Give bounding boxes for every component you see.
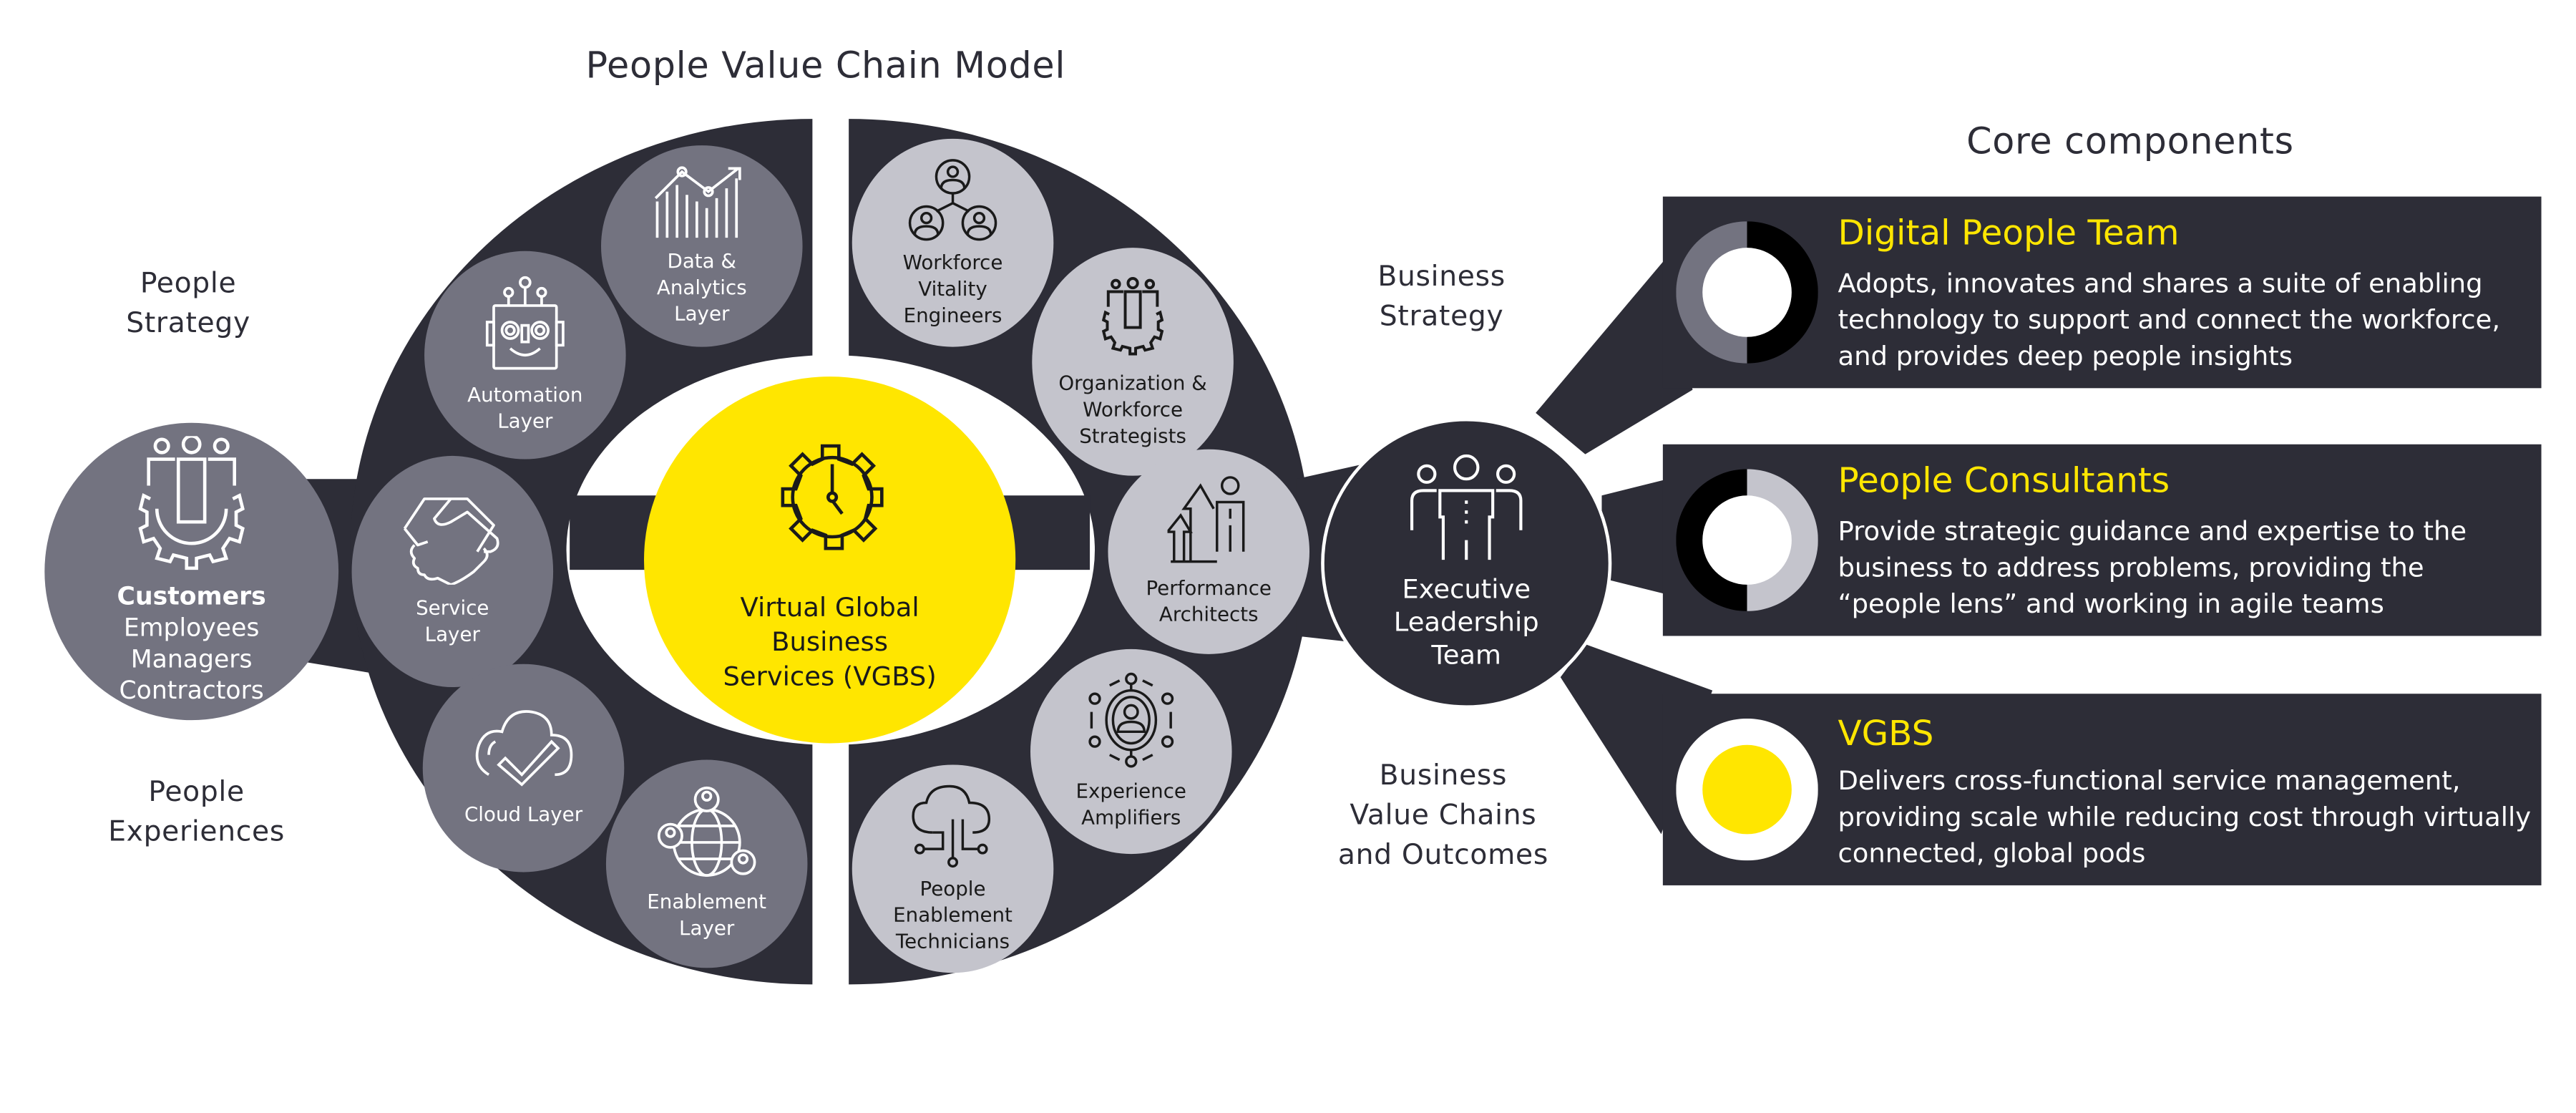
leadership-team-icon [1410, 454, 1523, 560]
label-business-value-chains: Business Value Chains and Outcomes [1337, 759, 1548, 873]
role-performance-architects[interactable]: Performance Architects [1108, 449, 1310, 654]
layer-service[interactable]: Service Layer [351, 455, 554, 688]
customers-circle: Customers Employees Managers Contractors [44, 422, 339, 721]
executive-leadership-circle[interactable]: Executive Leadership Team [1321, 417, 1612, 709]
role-experience-amplifiers[interactable]: Experience Amplifiers [1030, 648, 1232, 855]
globe-people-icon [657, 786, 756, 877]
beam-people-consultants [1601, 479, 1668, 595]
connected-people-icon [908, 159, 997, 241]
ring-digital-people-icon [1676, 221, 1818, 364]
cloud-check-icon [475, 710, 573, 787]
customers-label: Customers [117, 581, 266, 611]
card-title: VGBS [1838, 713, 1934, 754]
contractors-label: Contractors [119, 675, 264, 706]
role-org-workforce-strategists[interactable]: Organization & Workforce Strategists [1032, 248, 1234, 476]
card-title: Digital People Team [1838, 213, 2180, 253]
role-people-enablement-technicians[interactable]: People Enablement Technicians [852, 764, 1054, 973]
managers-label: Managers [130, 644, 253, 674]
card-body: Delivers cross-functional service manage… [1838, 764, 2532, 869]
employees-label: Employees [123, 613, 260, 643]
person-network-icon [1088, 672, 1174, 768]
label-business-strategy: Business Strategy [1377, 261, 1506, 334]
role-workforce-vitality-engineers[interactable]: Workforce Vitality Engineers [852, 138, 1054, 347]
layer-automation[interactable]: Automation Layer [424, 251, 626, 460]
card-digital-people-team[interactable]: Digital People Team Adopts, innovates an… [1662, 196, 2542, 389]
layer-enablement[interactable]: Enablement Layer [605, 759, 808, 968]
layer-data-analytics[interactable]: Data & Analytics Layer [601, 145, 803, 347]
people-gear-icon [1101, 277, 1164, 356]
beam-digital-people [1536, 256, 1693, 455]
label-people-experiences: People Experiences [108, 776, 286, 850]
cloud-circuit-icon [912, 784, 991, 868]
card-vgbs[interactable]: VGBS Delivers cross-functional service m… [1662, 694, 2542, 885]
handshake-icon [403, 497, 499, 585]
gear-clock-icon [780, 443, 883, 550]
diagram-title: People Value Chain Model [585, 46, 1066, 88]
label-people-strategy: People Strategy [126, 267, 250, 341]
card-people-consultants[interactable]: People Consultants Provide strategic gui… [1662, 444, 2542, 636]
card-title: People Consultants [1838, 460, 2170, 501]
core-components-title: Core components [1966, 122, 2294, 164]
card-body: Provide strategic guidance and expertise… [1838, 515, 2467, 620]
robot-icon [485, 276, 565, 370]
analytics-chart-icon [654, 166, 741, 238]
layer-cloud[interactable]: Cloud Layer [422, 664, 625, 873]
people-gear-icon [138, 436, 245, 570]
ring-people-consultants-icon [1676, 469, 1818, 611]
card-body: Adopts, innovates and shares a suite of … [1838, 267, 2501, 372]
ring-vgbs-icon [1676, 718, 1818, 861]
growth-person-icon [1167, 476, 1245, 563]
vgbs-center-circle[interactable]: Virtual Global Business Services (VGBS) [644, 376, 1016, 744]
